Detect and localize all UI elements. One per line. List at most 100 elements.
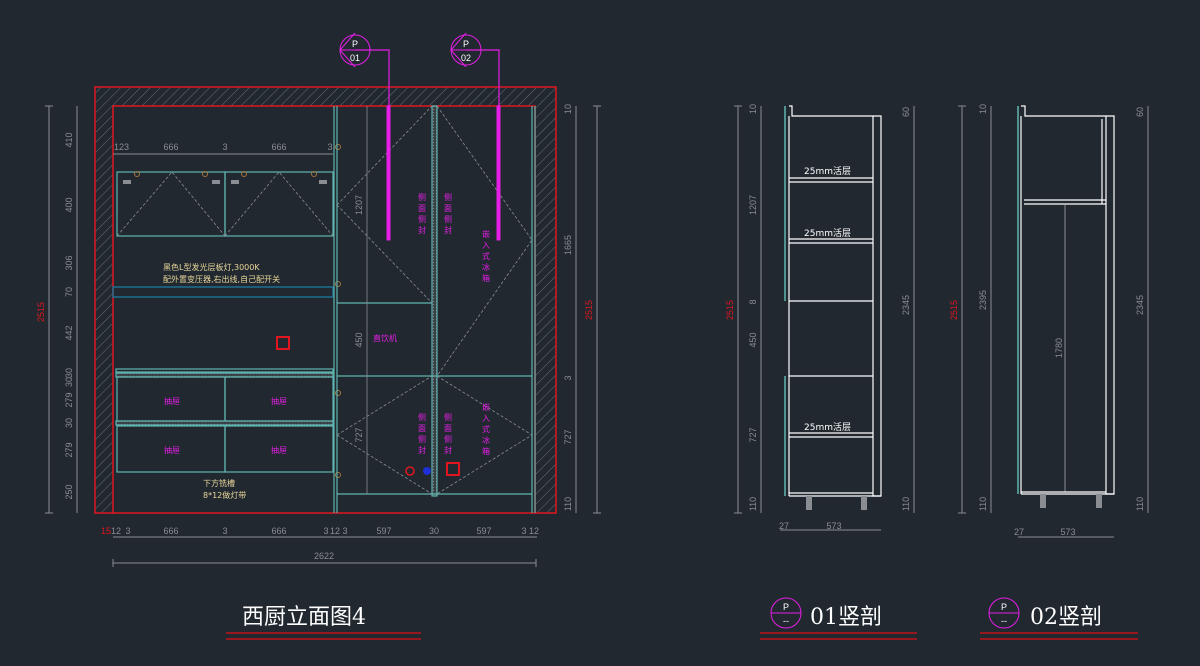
marker-01-top: P [352,39,358,49]
dim: 30 [64,418,74,428]
dim: 279 [64,392,74,407]
total-height-dim: 2515 [725,300,735,320]
drawer-label: 抽屉 [271,396,287,406]
dim: 1207 [748,195,758,215]
marker-02-bottom: 02 [461,53,471,63]
dim: 30 [64,368,74,378]
light-note-line1: 黑色L型发光层板灯,3000K [163,262,260,272]
fridge-label: 式 [482,251,490,261]
dim: 12 [114,142,124,152]
dim: 573 [826,521,841,531]
side-panel-label: 侧 [444,214,452,224]
vertical-labels: 侧面侧封侧面侧封嵌入式冰箱侧面侧封侧面侧封嵌入式冰箱 [418,192,490,456]
dim: 727 [563,429,573,444]
dim: 3 [222,526,227,536]
drawer-label: 抽屉 [164,396,180,406]
fridge-label: 入 [482,241,490,250]
tag-top: P [1001,602,1007,612]
dim: 10 [563,104,573,114]
left-dimensions [45,105,78,514]
drawer-label: 抽屉 [271,445,287,455]
dim: 727 [354,427,364,442]
side-panel-label: 侧 [418,214,426,224]
section-marker-02[interactable]: P 02 [450,32,482,68]
dim: 727 [748,427,758,442]
light-note-line2: 配外置变压器,右出线,自己配开关 [163,274,280,284]
tag-bottom: -- [783,616,789,626]
dim: 3 [125,526,130,536]
marker-02-top: P [463,39,469,49]
dim: 10 [978,104,988,114]
elevation-view: P 01 P 02 黑色L型发光层板灯,3000K 配外置变压器,右出线,自己配… [36,32,601,640]
dim: 410 [64,132,74,147]
section-cut-lines [355,49,501,241]
dim: 3 [342,526,347,536]
dim: 597 [376,526,391,536]
dim: 110 [978,497,988,511]
dim: 12 [529,526,539,536]
fridge-label: 嵌 [482,403,490,412]
dim: 279 [64,442,74,457]
dim: 2345 [1135,295,1145,315]
right-dimensions [575,105,601,514]
marker-01-bottom: 01 [350,53,360,63]
dim: 3 [521,526,526,536]
dim: 110 [1135,497,1145,511]
dim: 12 [111,526,121,536]
drawer-label: 抽屉 [164,445,180,455]
dim: 1780 [1054,338,1064,358]
dim: 27 [779,521,789,531]
dim: 3 [323,526,328,536]
side-panel-label: 面 [418,204,426,213]
dim: 15 [101,526,111,536]
dim: 30 [429,526,439,536]
dim: 666 [271,142,286,152]
fridge-label: 入 [482,414,490,423]
dim: 450 [354,332,364,347]
dim: 110 [563,497,573,511]
groove-note-line2: 8*12做灯带 [203,490,246,500]
legs [806,496,867,510]
dim: 250 [64,484,74,499]
section-01-profile [788,105,882,497]
dim: 306 [64,255,74,270]
dim: 60 [901,107,911,117]
shelf-label: 25mm活层 [804,421,851,433]
legs [1040,494,1102,508]
section-02-profile [1020,105,1115,495]
dim: 110 [748,497,758,511]
side-panel-label: 侧 [444,434,452,444]
fridge-label: 箱 [482,446,490,456]
dim: 3 [222,142,227,152]
fridge-label: 嵌 [482,230,490,239]
upper-cabinets [116,171,334,237]
dim: 400 [64,197,74,212]
dim: 3 [124,142,129,152]
dim: 2345 [901,295,911,315]
side-panel-label: 封 [444,225,452,235]
dim: 60 [1135,107,1145,117]
side-panel-label: 面 [444,424,452,433]
dim: 442 [64,325,74,340]
handles [123,180,327,184]
dim: 2395 [978,290,988,310]
fridge-label: 冰 [482,262,490,272]
dim: 666 [163,526,178,536]
side-panel-label: 面 [444,204,452,213]
section-marker-01[interactable]: P 01 [339,32,371,68]
dim: 3 [563,375,573,380]
side-panel-label: 封 [444,445,452,455]
fridge-label: 冰 [482,435,490,445]
side-panel-label: 侧 [444,412,452,422]
section-01-title: 01竖剖 [810,605,882,630]
dim: 1207 [354,195,364,215]
tag-bottom: -- [1001,616,1007,626]
side-panel-label: 封 [418,225,426,235]
socket-icon [276,336,460,476]
shelf-label: 25mm活层 [804,165,851,177]
dim: 12 [330,526,340,536]
total-height-dim: 2515 [36,302,46,322]
dim: 70 [64,287,74,297]
